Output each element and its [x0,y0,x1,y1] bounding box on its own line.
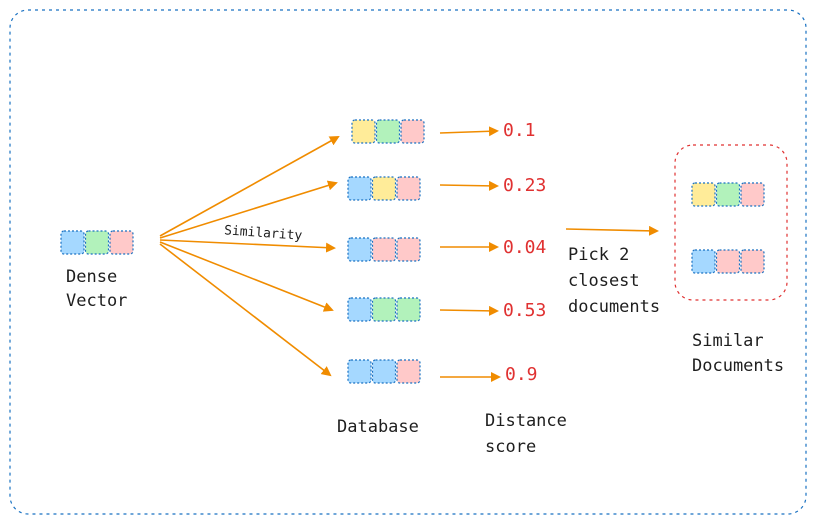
vector-cell-pink [740,249,765,274]
vector-cell-blue [347,237,372,262]
similar-documents-frame [674,144,788,301]
database-label: Database [337,417,419,437]
score-arrow-2 [439,180,499,191]
score-arrow-4 [439,305,499,316]
vector-cell-blue [691,249,716,274]
vector-cell-green [715,182,741,207]
similar-documents-label-line1: Similar [692,331,764,351]
database-vector-1 [351,119,425,144]
arrows-group [159,126,659,382]
score-arrow-1 [439,126,499,137]
query-label-line1: Dense [66,267,118,287]
query-label-line2: Vector [66,291,128,311]
vector-cell-pink [400,119,425,144]
vector-cell-blue [347,176,372,201]
vector-cell-pink [396,237,421,262]
vector-cell-green [371,297,397,322]
similar-document-vector-1 [691,182,765,207]
distance-score-1: 0.1 [503,120,536,141]
vector-cell-yellow [351,119,376,144]
distance-label-line2: score [485,437,537,457]
pick-arrow [565,225,659,236]
vectors-group [60,119,765,384]
vector-cell-yellow [371,176,397,201]
similarity-arrow-4 [159,241,334,312]
distance-score-2: 0.23 [503,175,547,196]
vector-cell-blue [347,359,372,384]
database-vector-4 [347,297,421,322]
vector-cell-blue [371,359,397,384]
vector-cell-pink [396,176,421,201]
pick-label-line2: closest [568,271,640,291]
similar-documents-label-line2: Documents [692,356,785,376]
vector-cell-green [375,119,401,144]
database-vector-5 [347,359,421,384]
distance-score-4: 0.53 [503,300,547,321]
vector-cell-pink [715,249,741,274]
vector-cell-blue [347,297,372,322]
similarity-arrow-3 [159,239,336,253]
outer-frame [9,9,807,515]
vector-cell-pink [371,237,397,262]
query-vector [60,230,134,255]
distance-score-5: 0.9 [505,364,538,385]
similarity-arrow-1 [159,136,340,237]
similar-document-vector-2 [691,249,765,274]
vector-cell-pink [740,182,765,207]
distance-label-line1: Distance [485,411,567,431]
pick-label-line1: Pick 2 [568,245,630,265]
vector-cell-yellow [691,182,716,207]
distance-score-3: 0.04 [503,237,547,258]
similarity-arrow-2 [159,180,338,239]
database-vector-3 [347,237,421,262]
pick-label-line3: documents [568,297,661,317]
vector-cell-green [396,297,421,322]
vector-cell-blue [60,230,85,255]
database-vector-2 [347,176,421,201]
similarity-arrow-5 [159,243,332,377]
vector-cell-pink [396,359,421,384]
vector-cell-green [84,230,110,255]
vector-cell-pink [109,230,134,255]
